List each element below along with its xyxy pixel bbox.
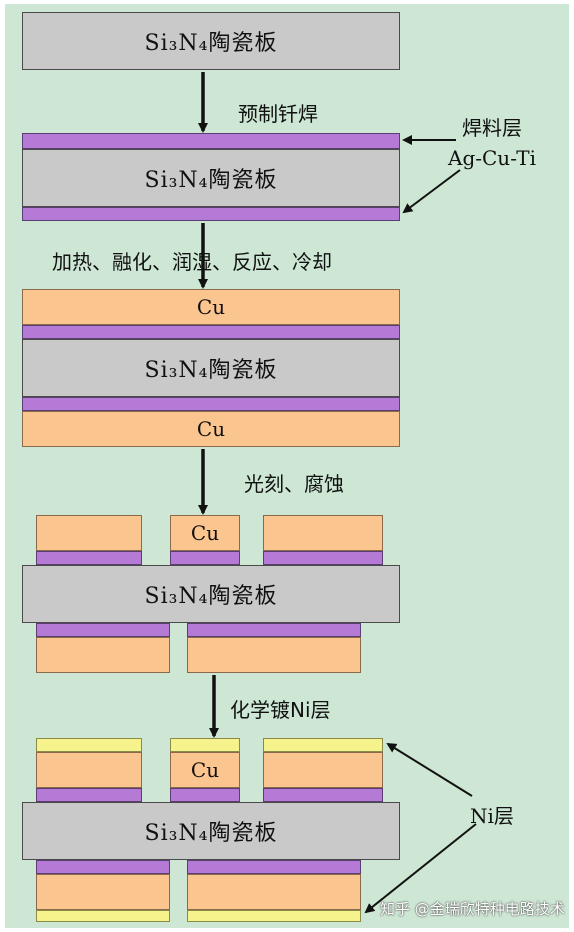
copper-label: Cu: [196, 417, 226, 441]
solder-pad-center-stage5: [170, 788, 240, 802]
copper-label: Cu: [190, 521, 220, 545]
ceramic-plate-stage2: Si₃N₄陶瓷板: [22, 149, 400, 207]
solder-layer-bottom-stage2: [22, 207, 400, 221]
nickel-layer-center-stage5: [170, 738, 240, 752]
nickel-pointer-top: [386, 742, 473, 797]
copper-pad-left-stage5: [36, 752, 142, 788]
copper-pad-center-stage4: Cu: [170, 515, 240, 551]
nickel-pointer-bottom: [364, 823, 477, 914]
solder-alloy-label: Ag-Cu-Ti: [448, 146, 536, 170]
step-heating-label: 加热、融化、润湿、反应、冷却: [52, 250, 332, 274]
solder-pad-center-stage4: [170, 551, 240, 565]
solder-pad-right-stage5: [263, 788, 383, 802]
copper-pad-right-stage4: [263, 515, 383, 551]
solder-layer-label: 焊料层: [462, 116, 522, 140]
solder-pad-bottom-right-stage4: [187, 623, 361, 637]
solder-layer-top-stage2: [22, 133, 400, 149]
solder-pad-left-stage5: [36, 788, 142, 802]
solder-pad-right-stage4: [263, 551, 383, 565]
nickel-layer-right-stage5: [263, 738, 383, 752]
nickel-layer-bottom-right-stage5: [187, 910, 361, 922]
watermark: 知乎 @金瑞欣特种电路技术: [380, 900, 565, 918]
ceramic-plate-stage5: Si₃N₄陶瓷板: [22, 802, 400, 860]
ceramic-label: Si₃N₄陶瓷板: [144, 168, 278, 193]
solder-pointer-bottom: [402, 169, 461, 214]
step-nickel-plating-label: 化学镀Ni层: [230, 698, 331, 722]
solder-pad-bottom-right-stage5: [187, 860, 361, 874]
copper-pad-bottom-left-stage5: [36, 874, 170, 910]
copper-pad-center-stage5: Cu: [170, 752, 240, 788]
copper-pad-bottom-right-stage5: [187, 874, 361, 910]
solder-pad-bottom-left-stage5: [36, 860, 170, 874]
step-etching-label: 光刻、腐蚀: [244, 472, 344, 496]
copper-pad-bottom-left-stage4: [36, 637, 170, 673]
ceramic-plate-stage3: Si₃N₄陶瓷板: [22, 339, 400, 397]
solder-layer-top-stage3: [22, 325, 400, 339]
solder-layer-bottom-stage3: [22, 397, 400, 411]
copper-layer-bottom-stage3: Cu: [22, 411, 400, 447]
copper-label: Cu: [190, 758, 220, 782]
ceramic-label: Si₃N₄陶瓷板: [144, 584, 278, 609]
nickel-layer-label: Ni层: [470, 804, 514, 828]
solder-pad-bottom-left-stage4: [36, 623, 170, 637]
step-brazing-label: 预制钎焊: [238, 102, 318, 126]
copper-pad-right-stage5: [263, 752, 383, 788]
ceramic-plate-stage1: Si₃N₄陶瓷板: [22, 12, 400, 70]
copper-label: Cu: [196, 295, 226, 319]
nickel-layer-bottom-left-stage5: [36, 910, 170, 922]
copper-pad-left-stage4: [36, 515, 142, 551]
copper-layer-top-stage3: Cu: [22, 289, 400, 325]
ceramic-label: Si₃N₄陶瓷板: [144, 821, 278, 846]
ceramic-plate-stage4: Si₃N₄陶瓷板: [22, 565, 400, 623]
copper-pad-bottom-right-stage4: [187, 637, 361, 673]
solder-pad-left-stage4: [36, 551, 142, 565]
ceramic-label: Si₃N₄陶瓷板: [144, 358, 278, 383]
nickel-layer-left-stage5: [36, 738, 142, 752]
ceramic-label: Si₃N₄陶瓷板: [144, 31, 278, 56]
